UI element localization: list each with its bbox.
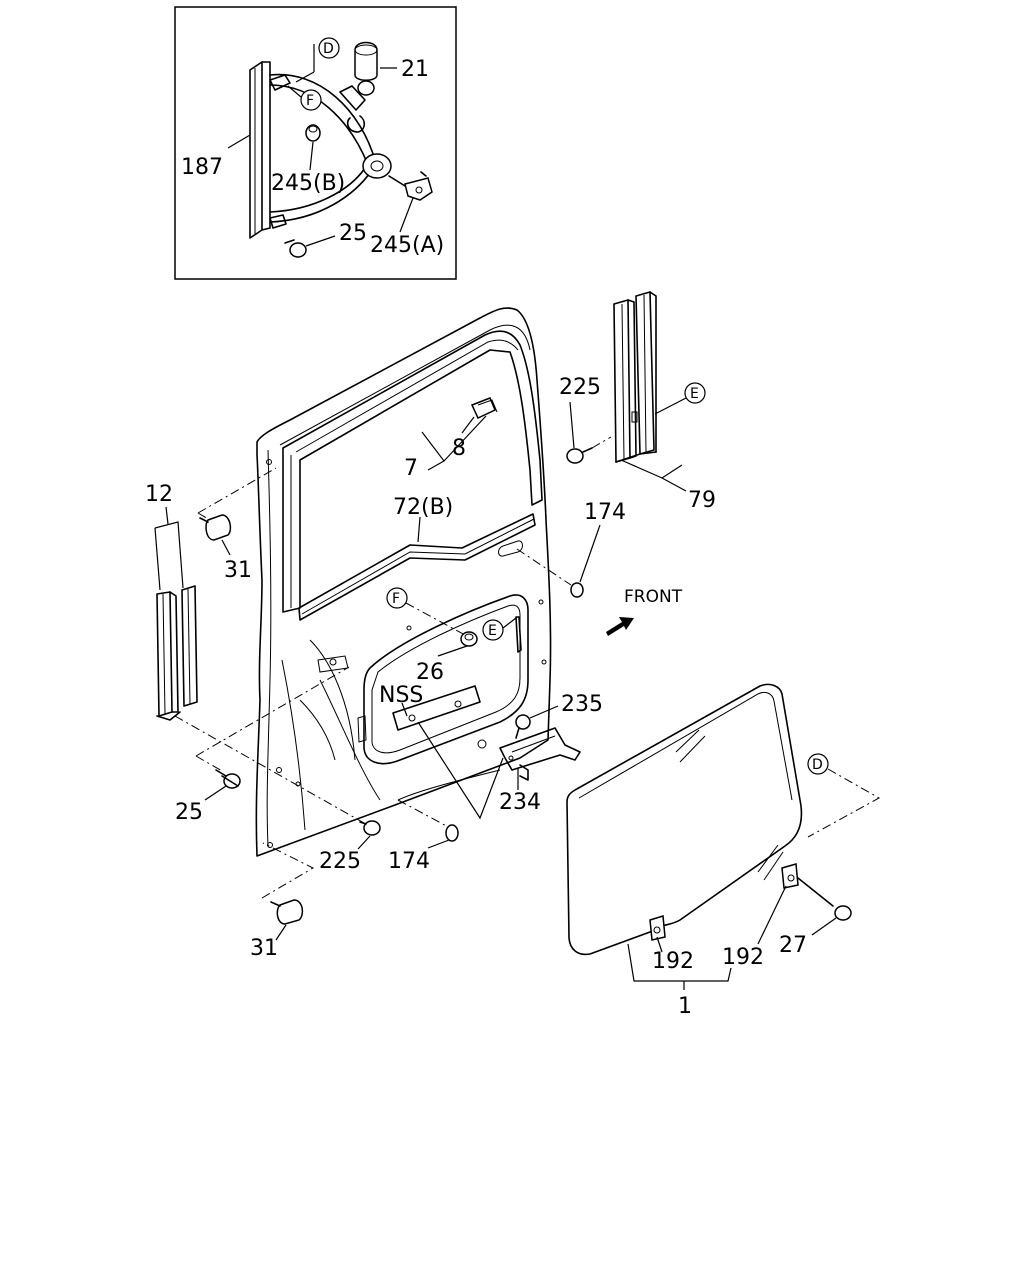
bolt-235	[515, 714, 531, 739]
ref-d-top: D	[323, 41, 334, 57]
bolt-225-bottom	[359, 820, 381, 836]
label-31-top: 31	[224, 558, 252, 583]
motor-21	[354, 41, 378, 96]
ref-f-top: F	[306, 93, 314, 109]
label-174-bottom: 174	[388, 849, 430, 874]
run-channel-12	[156, 585, 198, 721]
label-79: 79	[688, 488, 716, 513]
ref-d-glass: D	[812, 757, 823, 773]
ref-e-mid: E	[488, 623, 497, 639]
plug-174-top	[570, 582, 584, 598]
label-234: 234	[499, 790, 541, 815]
label-25-bottom: 25	[175, 800, 203, 825]
label-front: FRONT	[624, 587, 683, 607]
label-192-right: 192	[722, 945, 764, 970]
ref-circle-f-mid	[386, 587, 408, 609]
door-glass	[566, 683, 803, 956]
holder-8	[470, 397, 498, 420]
door-panel	[255, 307, 552, 857]
label-174-top: 174	[584, 500, 626, 525]
label-187: 187	[181, 155, 223, 180]
label-72b: 72(B)	[393, 495, 453, 520]
label-225-top: 225	[559, 375, 601, 400]
plug-174-bottom	[445, 824, 459, 842]
bolt-27	[797, 877, 852, 921]
label-235: 235	[561, 692, 603, 717]
bumper-31-top	[199, 514, 232, 541]
bumper-31-bottom	[270, 899, 304, 925]
label-245a: 245(A)	[370, 233, 444, 258]
label-7: 7	[404, 456, 418, 481]
grommet-245b	[305, 124, 321, 142]
label-192-left: 192	[652, 949, 694, 974]
ref-circle-d-glass	[807, 753, 829, 775]
label-26: 26	[416, 660, 444, 685]
plate-245a	[388, 171, 433, 201]
ref-e-right: E	[690, 386, 699, 402]
label-1: 1	[678, 994, 692, 1019]
bolt-225-top	[566, 447, 593, 464]
label-12: 12	[145, 482, 173, 507]
bracket-234	[499, 727, 581, 781]
nut-26	[460, 631, 478, 647]
ref-circle-d-top	[318, 37, 340, 59]
nss-bracket	[392, 685, 481, 731]
bolt-25-top	[284, 239, 307, 258]
front-arrow-icon	[606, 617, 634, 636]
label-245b: 245(B)	[271, 171, 345, 196]
ref-circle-e-mid	[482, 619, 504, 641]
label-21: 21	[401, 57, 429, 82]
ref-circle-f-top	[300, 89, 322, 111]
bolt-25-bottom	[215, 769, 241, 789]
window-regulator	[249, 61, 392, 239]
label-nss: NSS	[379, 683, 423, 708]
inset-frame	[174, 6, 457, 280]
ref-circle-e-right	[684, 382, 706, 404]
label-25-top: 25	[339, 221, 367, 246]
label-225-bottom: 225	[319, 849, 361, 874]
ref-f-mid: F	[392, 591, 400, 607]
label-31-bottom: 31	[250, 936, 278, 961]
label-27: 27	[779, 933, 807, 958]
label-8: 8	[452, 436, 466, 461]
run-channel-79	[613, 291, 657, 463]
